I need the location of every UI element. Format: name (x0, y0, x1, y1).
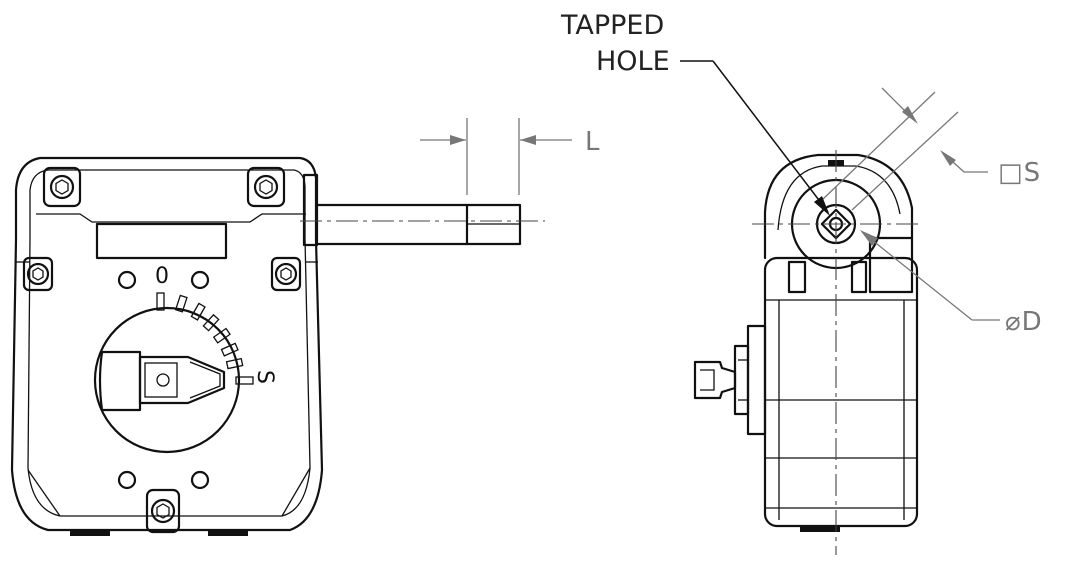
hole-lower-left (117, 470, 137, 490)
left-foot (70, 530, 110, 536)
front-view: 0 S (10, 118, 601, 536)
right-block (868, 236, 914, 294)
screw-top-right (246, 166, 286, 208)
side-top-arch (763, 153, 914, 260)
tapped-hole-label-line1: TAPPED (560, 10, 664, 41)
housing-outline (10, 156, 324, 532)
selector-knob (93, 306, 241, 454)
hole-lower-right (190, 470, 210, 490)
hole-upper-right (190, 270, 210, 290)
dimension-S (821, 87, 988, 211)
square-drive (820, 208, 852, 240)
tapped-hole-leader (680, 60, 830, 216)
dial-zero-mark: 0 (155, 264, 169, 289)
side-body (763, 256, 919, 528)
dimension-L (420, 118, 572, 195)
dimension-S-label: □S (998, 158, 1041, 188)
right-foot (208, 530, 248, 536)
side-view: □S ⌀D TAPPED HOLE (560, 10, 1043, 555)
top-ridge (36, 213, 306, 223)
hole-upper-left (117, 270, 137, 290)
screw-mid-left (22, 256, 54, 292)
left-bevel (27, 469, 61, 517)
screw-bottom (145, 488, 181, 534)
screw-mid-right (270, 256, 302, 292)
screw-top-left (42, 166, 82, 208)
label-window (95, 222, 228, 260)
dimension-D-label: ⌀D (1005, 307, 1043, 337)
right-bevel (281, 467, 311, 517)
left-bracket (787, 260, 807, 294)
dimension-D (860, 230, 1000, 321)
output-shaft (300, 173, 545, 247)
tapped-hole-label-line2: HOLE (596, 46, 670, 77)
side-knob-profile (693, 324, 767, 436)
side-foot (800, 526, 840, 532)
dial-s-mark: S (252, 370, 277, 384)
dimension-L-label: L (585, 127, 601, 157)
right-bracket (850, 260, 868, 294)
